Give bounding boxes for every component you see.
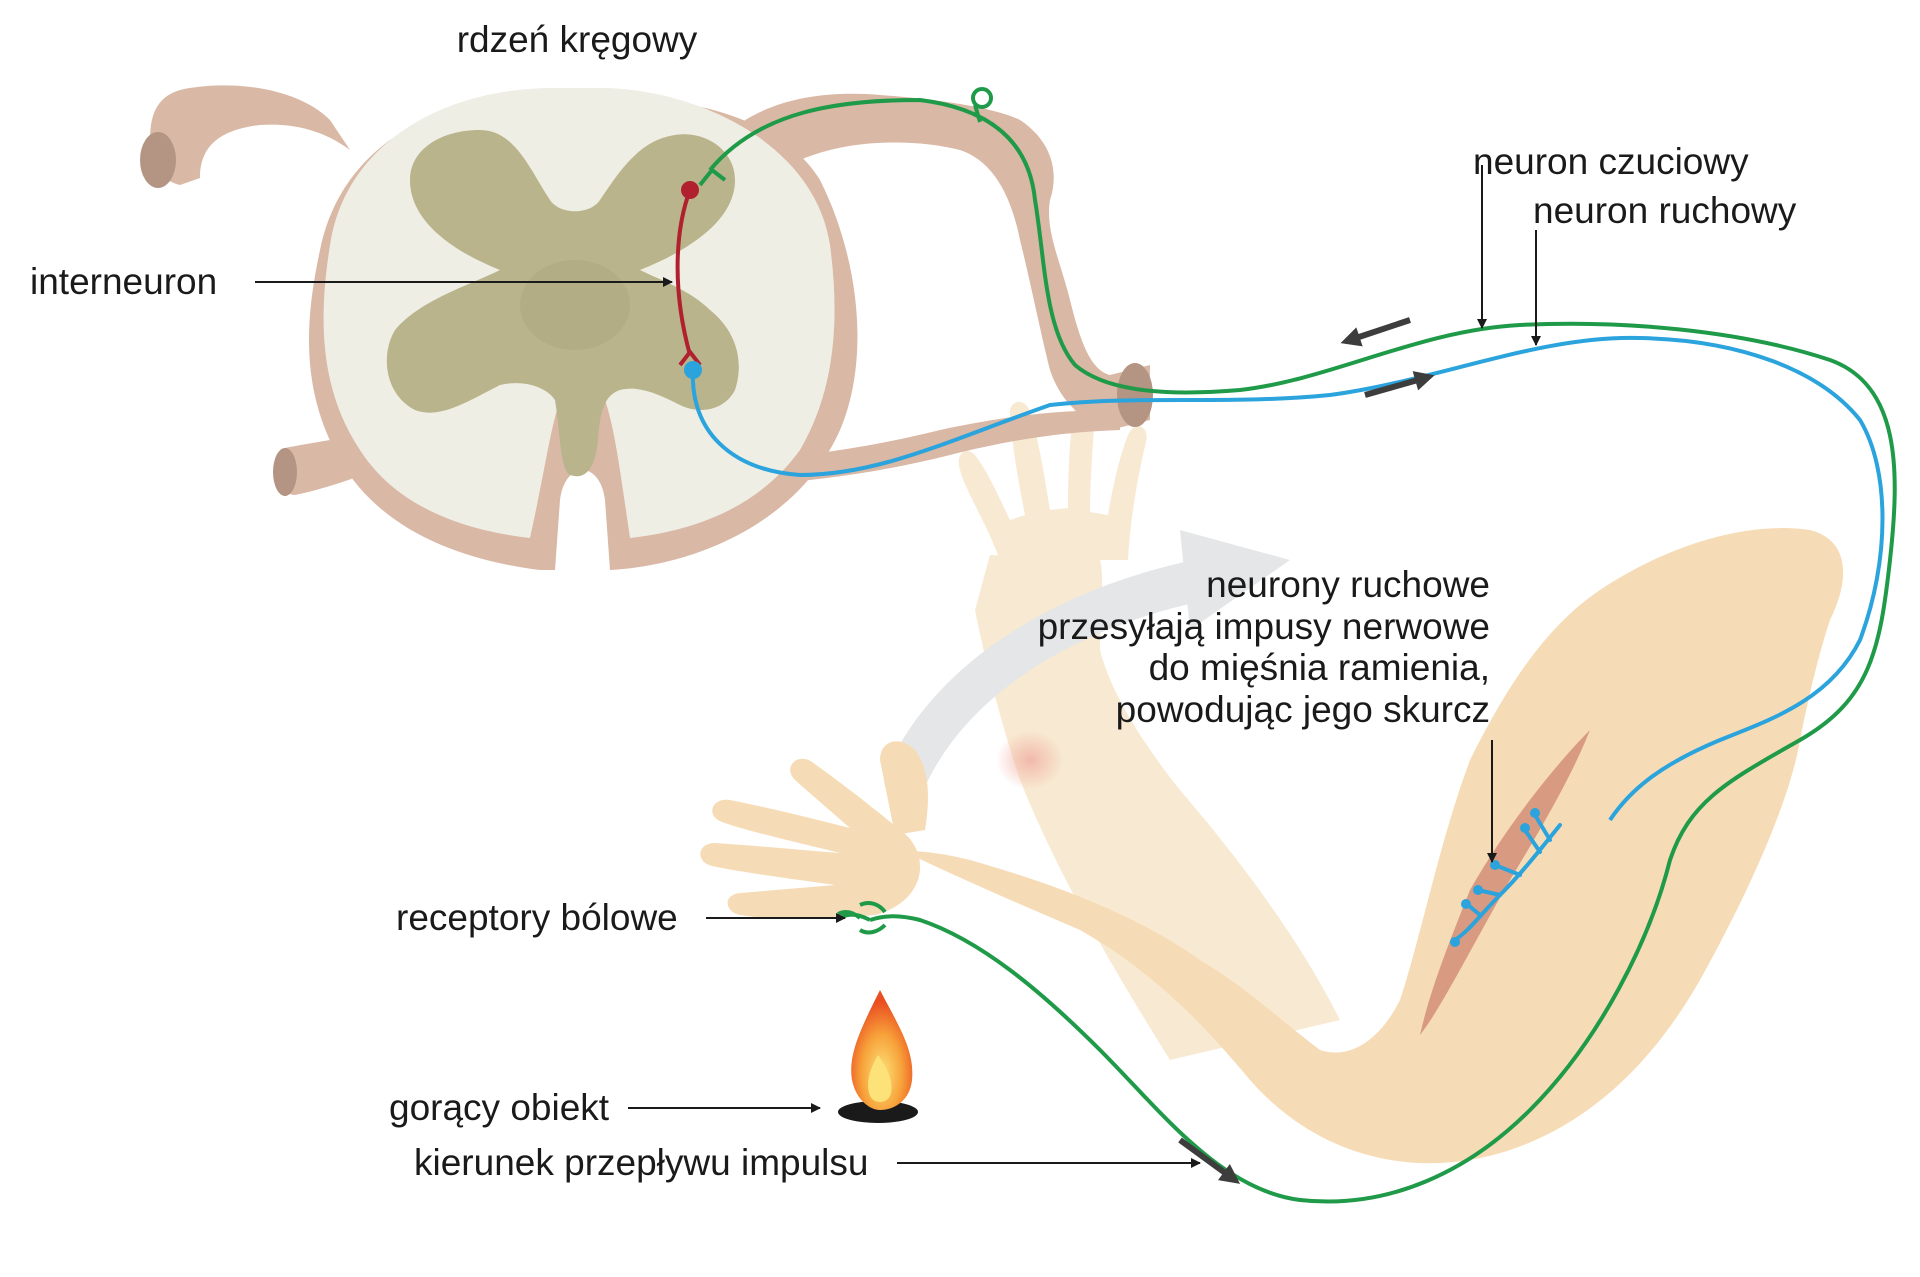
sensory-synapse — [698, 167, 727, 187]
interneuron-cell — [675, 181, 702, 367]
arm-muscle — [1420, 730, 1590, 1035]
burn-mark — [996, 730, 1064, 790]
motor-neuron-soma — [684, 361, 702, 379]
spinal-cord — [308, 88, 858, 571]
label-motor-note-line-1: neurony ruchowe — [1206, 564, 1490, 605]
label-pain-receptors: receptory bólowe — [396, 897, 678, 938]
label-motor-note-line-2: przesyłają impusy nerwowe — [1038, 606, 1490, 647]
flame-icon — [838, 990, 918, 1123]
label-motor-neuron: neuron ruchowy — [1533, 190, 1797, 231]
impulse-arrow-sensory — [1340, 317, 1411, 347]
raised-arm-ghost — [958, 394, 1340, 1060]
sensory-ganglion — [971, 87, 993, 109]
label-motor-note-line-4: powodując jego skurcz — [1116, 689, 1490, 730]
label-impulse-direction: kierunek przepływu impulsu — [414, 1142, 868, 1183]
motion-arrow — [884, 530, 1290, 801]
motor-neuron-path — [690, 335, 1885, 822]
label-interneuron: interneuron — [30, 261, 217, 302]
label-sensory-neuron: neuron czuciowy — [1473, 141, 1749, 182]
label-motor-note-line-3: do mięśnia ramienia, — [1149, 647, 1490, 688]
label-spinal-cord: rdzeń kręgowy — [457, 19, 698, 60]
arm — [700, 528, 1844, 1164]
pointer-lines — [255, 165, 1541, 1168]
impulse-arrow-motor — [1364, 371, 1435, 398]
nerve-roots — [140, 85, 1153, 496]
label-hot-object: gorący obiekt — [389, 1087, 610, 1128]
impulse-arrow-arm — [1178, 1137, 1241, 1184]
